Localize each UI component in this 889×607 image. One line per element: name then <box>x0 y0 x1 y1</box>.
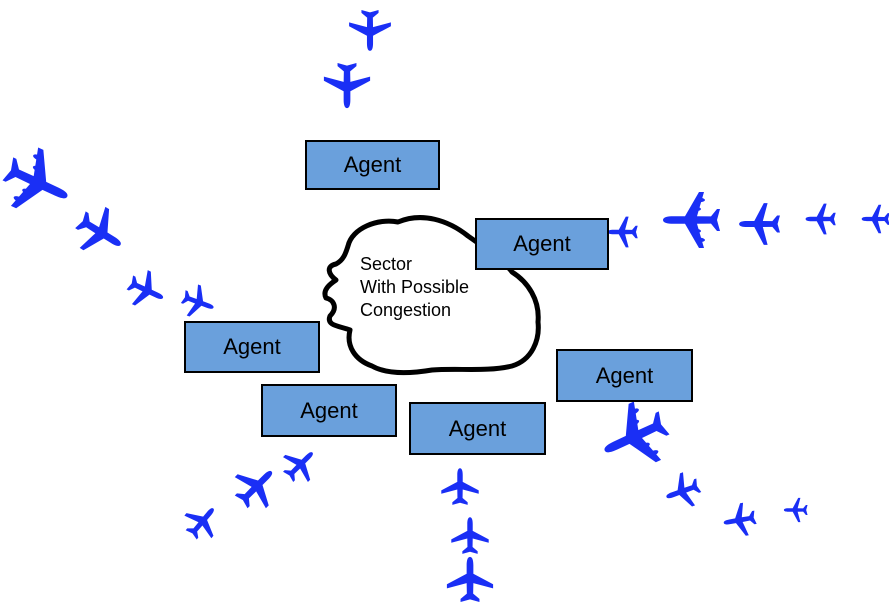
agent-box-left: Agent <box>184 321 320 373</box>
sector-label-line-2: With Possible <box>360 277 470 297</box>
agent-box-right-lower: Agent <box>556 349 693 402</box>
agent-label: Agent <box>448 415 507 441</box>
agent-label: Agent <box>513 231 571 256</box>
sector-label: Sector With Possible Congestion <box>360 253 520 322</box>
agent-label: Agent <box>300 397 358 423</box>
agent-label: Agent <box>223 334 281 359</box>
sector-label-line-1: Sector <box>360 254 413 274</box>
agent-box-bottom: Agent <box>409 402 546 455</box>
agent-label: Agent <box>343 152 402 177</box>
agent-box-bottom-left: Agent <box>261 384 397 437</box>
agent-label: Agent <box>595 362 654 388</box>
agent-box-top: Agent <box>305 140 440 190</box>
agent-box-right-upper: Agent <box>475 218 609 270</box>
sector-label-line-3: Congestion <box>360 300 452 320</box>
